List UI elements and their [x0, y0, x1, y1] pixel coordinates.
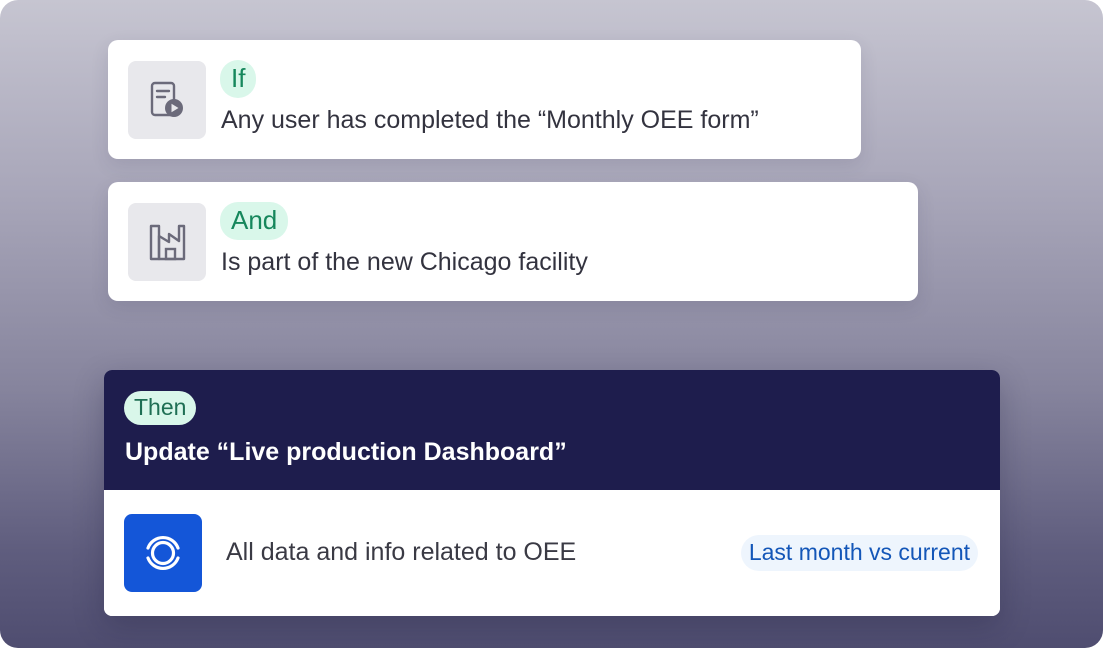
- comparison-tag[interactable]: Last month vs current: [740, 535, 978, 571]
- action-description: All data and info related to OEE: [226, 538, 577, 566]
- and-badge: And: [220, 202, 289, 240]
- if-condition-text: Any user has completed the “Monthly OEE …: [221, 106, 759, 134]
- app-logo-icon: [146, 535, 180, 571]
- factory-icon: [149, 224, 186, 261]
- and-condition-text: Is part of the new Chicago facility: [221, 248, 588, 276]
- and-condition-card[interactable]: And Is part of the new Chicago facility: [108, 182, 918, 301]
- factory-icon-tile: [128, 203, 206, 281]
- then-action-card[interactable]: Then Update “Live production Dashboard” …: [104, 370, 1000, 616]
- if-condition-card[interactable]: If Any user has completed the “Monthly O…: [108, 40, 861, 159]
- if-badge: If: [220, 60, 257, 98]
- form-play-icon: [150, 81, 183, 117]
- then-action-title: Update “Live production Dashboard”: [125, 438, 567, 466]
- then-badge: Then: [124, 391, 197, 425]
- form-play-icon-tile: [128, 61, 206, 139]
- then-action-header: Then Update “Live production Dashboard”: [104, 370, 1000, 490]
- app-logo-tile: [124, 514, 202, 592]
- then-action-body: All data and info related to OEE Last mo…: [104, 490, 1000, 616]
